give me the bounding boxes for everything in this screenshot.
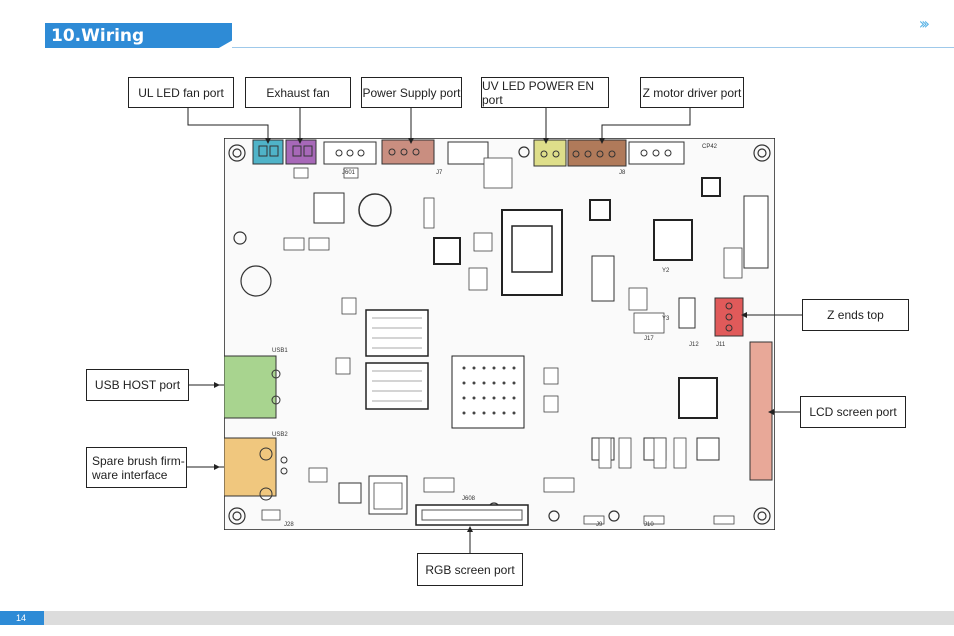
footer-bar [0,611,954,625]
y2-silkscreen: Y2 [662,268,670,274]
chevron-right-icon: ››› [918,14,930,33]
j28-silkscreen: J28 [284,522,294,528]
rgb-screen-port-label: RGB screen port [417,553,523,586]
page-number: 14 [0,611,44,625]
j9-silkscreen: J9 [596,522,603,528]
z-ends-top-label: Z ends top [802,299,909,331]
usb2-silkscreen: USB2 [272,432,288,438]
z-motor-driver-port-label: Z motor driver port [640,77,744,108]
power-supply-port-label: Power Supply port [361,77,462,108]
section-title-tab: 10.Wiring Connection [45,23,232,48]
cp42-silkscreen: CP42 [702,144,718,150]
y3-silkscreen: Y3 [662,316,670,322]
j608-silkscreen: J608 [462,496,476,502]
lcd-screen-port-label: LCD screen port [800,396,906,428]
usb1-silkscreen: USB1 [272,348,288,354]
j8-silkscreen: J8 [619,170,626,176]
ul-led-fan-port-label: UL LED fan port [128,77,234,108]
j601-silkscreen: J601 [342,170,356,176]
section-title: 10.Wiring Connection [51,26,159,66]
j10-silkscreen: J10 [644,522,654,528]
j17-silkscreen: J17 [644,336,654,342]
j11-silkscreen: J11 [716,342,726,348]
page-number-text: 14 [16,613,27,623]
spare-brush-firmware-interface-label: Spare brush firm-ware interface [86,447,187,488]
exhaust-fan-label: Exhaust fan [245,77,351,108]
mainboard-illustration: USB1 USB2 J608 J601 J7 J8 J11 J12 J17 Y2… [224,138,775,530]
usb-host-port-label: USB HOST port [86,369,189,401]
j7-silkscreen: J7 [436,170,443,176]
uv-led-power-en-port-label: UV LED POWER EN port [481,77,609,108]
j12-silkscreen: J12 [689,342,699,348]
header-divider [232,47,954,48]
